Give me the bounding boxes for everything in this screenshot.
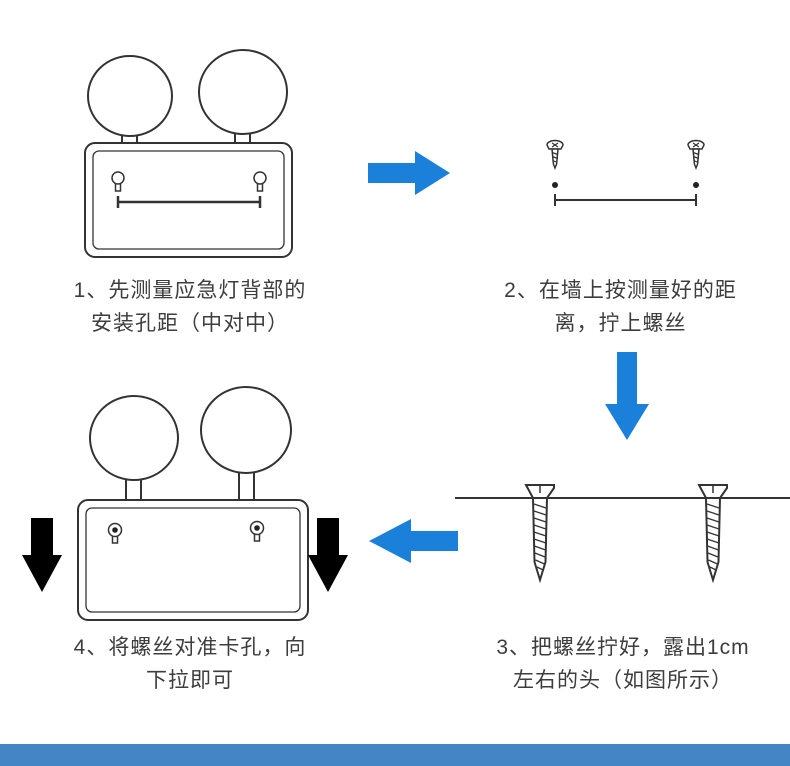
keyhole-left-icon [111, 171, 125, 192]
step2-caption-line1: 2、在墙上按测量好的距 [504, 279, 737, 302]
pull-down-arrow-left-icon [22, 518, 62, 592]
step1-caption-line1: 1、先测量应急灯背部的 [73, 279, 307, 302]
lamp-head-right [200, 386, 292, 474]
step3-wall-screws-illustration [455, 484, 790, 581]
step1-caption-line2: 安装孔距（中对中） [91, 312, 289, 335]
step1-caption: 1、先测量应急灯背部的 安装孔距（中对中） [35, 274, 345, 340]
step1-light-illustration [84, 49, 293, 258]
screw-icon [687, 139, 705, 169]
measurement-line [116, 196, 262, 208]
wall-mark-dot [693, 182, 699, 188]
step2-caption-line2: 离，拧上螺丝 [554, 312, 687, 335]
arrow-down-icon [605, 352, 649, 440]
screw-in-wall-icon [525, 484, 555, 581]
emergency-light [84, 49, 293, 258]
step4-caption-line1: 4、将螺丝对准卡孔，向 [73, 636, 307, 659]
step4-caption: 4、将螺丝对准卡孔，向 下拉即可 [35, 631, 345, 697]
screw-head-dot [112, 527, 118, 533]
pull-down-arrow-right-icon [308, 518, 348, 592]
arrow-left-shape [369, 519, 458, 563]
step2-screws-illustration [546, 139, 705, 206]
step3-caption-line1: 3、把螺丝拧好，露出1cm [496, 636, 750, 659]
lamp-head-left [89, 395, 179, 481]
keyhole-left-icon [107, 522, 123, 544]
footer-bar [0, 744, 790, 766]
arrow-left-icon [369, 519, 458, 563]
arrow-down-shape [605, 352, 649, 440]
emergency-light [77, 386, 309, 621]
step4-light-illustration [22, 386, 348, 621]
measurement-line [554, 194, 697, 206]
step4-caption-line2: 下拉即可 [146, 669, 234, 692]
step3-caption: 3、把螺丝拧好，露出1cm 左右的头（如图所示） [468, 631, 778, 697]
light-body-inner [85, 507, 301, 613]
keyhole-right-icon [253, 171, 267, 192]
wall-mark-dot [552, 182, 558, 188]
light-body [77, 499, 309, 621]
arrow-right-shape [368, 151, 450, 195]
screw-icon [546, 139, 564, 169]
step3-caption-line2: 左右的头（如图所示） [513, 669, 733, 692]
arrow-right-icon [368, 151, 450, 195]
screw-head-dot [254, 525, 260, 531]
lamp-head-right [198, 49, 288, 135]
light-body-inner [92, 150, 285, 250]
light-body [84, 142, 293, 258]
lamp-head-left [87, 55, 173, 137]
keyhole-right-icon [249, 520, 265, 542]
step2-caption: 2、在墙上按测量好的距 离，拧上螺丝 [468, 274, 773, 340]
screw-in-wall-icon [698, 484, 728, 581]
